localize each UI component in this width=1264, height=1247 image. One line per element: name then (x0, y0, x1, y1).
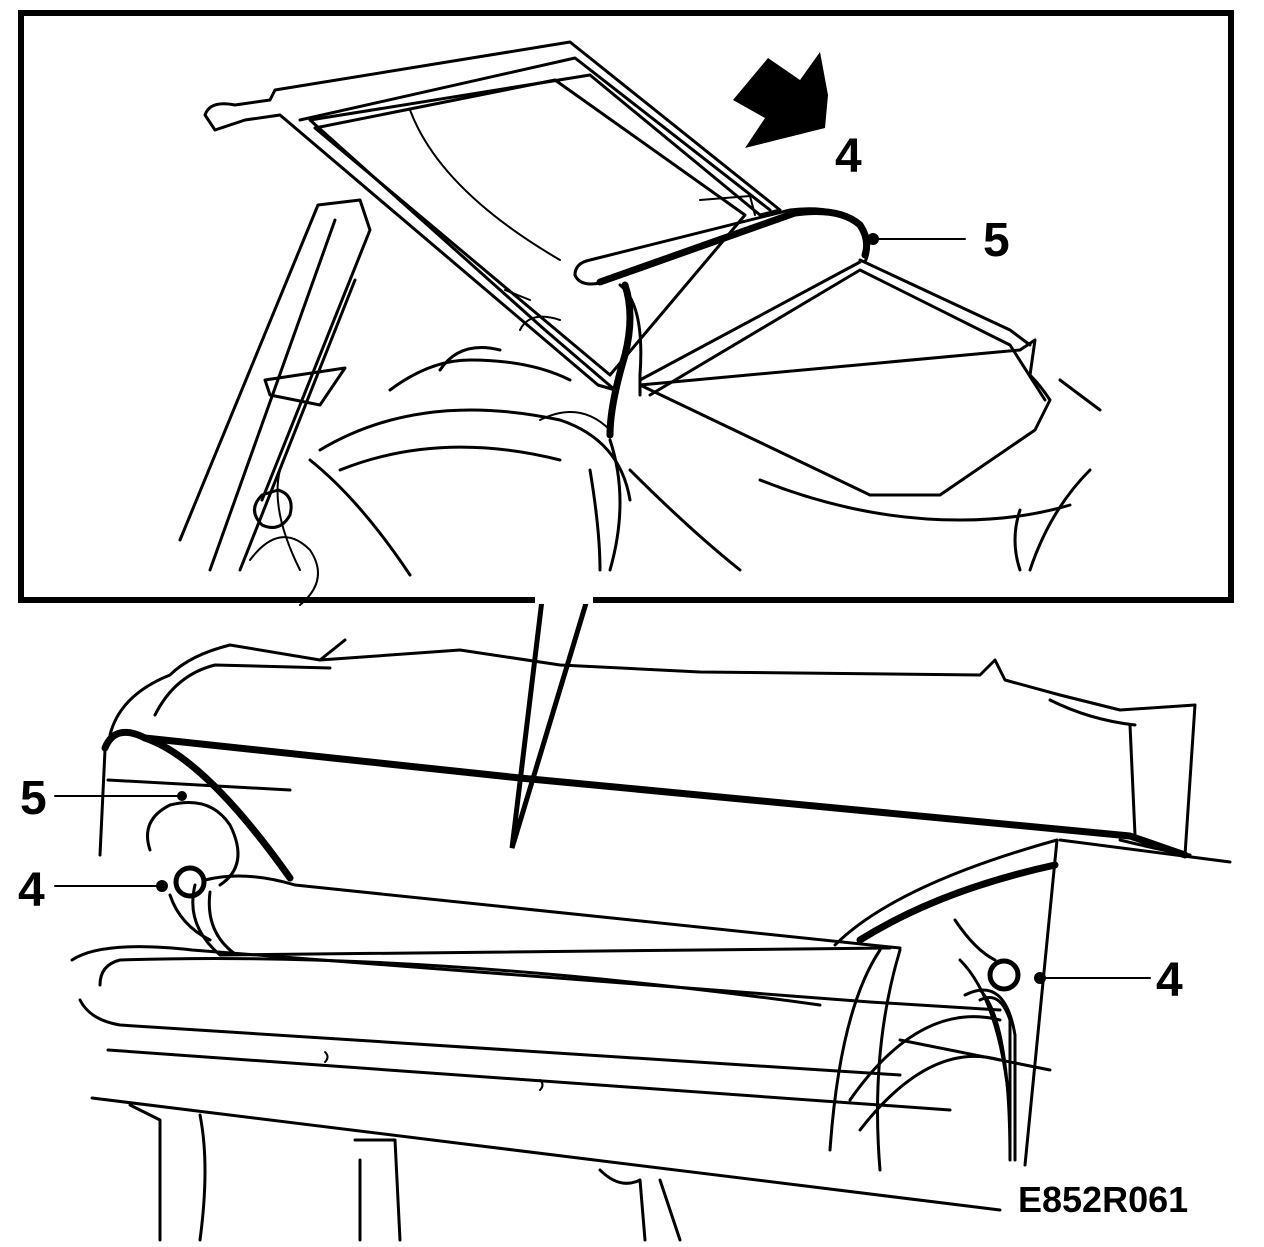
inset-pointer (509, 596, 593, 849)
detail-lower-parts (276, 315, 1102, 577)
main-cover-housing (98, 638, 1232, 882)
main-roll (70, 874, 1002, 1242)
detail-direction-arrow (733, 52, 828, 148)
detail-point-5 (867, 233, 879, 245)
detail-inset: 4 5 (18, 10, 1234, 606)
main-callout-4-right: 4 (1156, 954, 1183, 1007)
figure-id: E852R061 (1018, 1179, 1188, 1220)
detail-callout-5: 5 (983, 214, 1010, 267)
main-view: 5 4 4 (18, 638, 1232, 1242)
main-callout-5: 5 (20, 772, 47, 825)
detail-pillar (178, 198, 372, 606)
detail-window-frame (203, 40, 782, 392)
main-callout-4-left: 4 (18, 864, 45, 917)
main-right-bracket (828, 838, 1059, 1172)
main-left-mount (146, 801, 240, 942)
main-leaders (54, 791, 1151, 984)
detail-cover-roll (573, 207, 1052, 497)
detail-callout-4: 4 (835, 130, 862, 183)
